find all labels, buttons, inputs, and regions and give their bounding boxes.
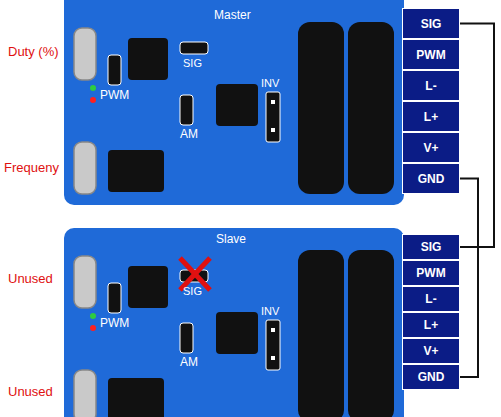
terminal-pin: GND (402, 163, 460, 194)
board-title: Slave (216, 232, 246, 246)
signal-wire (460, 179, 478, 378)
terminal-pin: L+ (402, 101, 460, 132)
part-label: PWM (100, 88, 129, 102)
knob-label: Unused (8, 384, 53, 399)
terminal-pin: L- (402, 70, 460, 101)
pin-name: V+ (423, 344, 438, 358)
pin-name: PWM (416, 48, 445, 62)
controller-board: MasterSIG PWM L- L+ V+ GND (64, 0, 464, 205)
terminal-pin: PWM (402, 260, 460, 286)
part-label: AM (180, 127, 198, 141)
part-label: SIG (183, 57, 202, 69)
terminal-pin: L+ (402, 312, 460, 338)
pin-name: L- (425, 79, 436, 93)
terminal-pin: V+ (402, 338, 460, 364)
pin-name: GND (418, 370, 445, 384)
knob-label: Unused (8, 271, 53, 286)
part-label: PWM (100, 316, 129, 330)
part-label: INV (261, 77, 279, 89)
terminal-pin: PWM (402, 39, 460, 70)
part-label: SIG (183, 285, 202, 297)
pin-name: SIG (421, 240, 442, 254)
pin-name: L+ (424, 318, 438, 332)
pin-name: V+ (423, 141, 438, 155)
pin-name: SIG (421, 17, 442, 31)
terminal-pin: GND (402, 364, 460, 390)
terminal-pin: V+ (402, 132, 460, 163)
terminal-pin: L- (402, 286, 460, 312)
board-title: Master (214, 8, 251, 22)
part-label: AM (180, 355, 198, 369)
pin-name: L+ (424, 110, 438, 124)
terminal-pin: SIG (402, 8, 460, 39)
pin-name: L- (425, 292, 436, 306)
terminal-pin: SIG (402, 234, 460, 260)
part-label: INV (261, 305, 279, 317)
pin-name: PWM (416, 266, 445, 280)
knob-label: Duty (%) (8, 44, 59, 59)
knob-label: Frequeny (4, 160, 59, 175)
pin-name: GND (418, 172, 445, 186)
